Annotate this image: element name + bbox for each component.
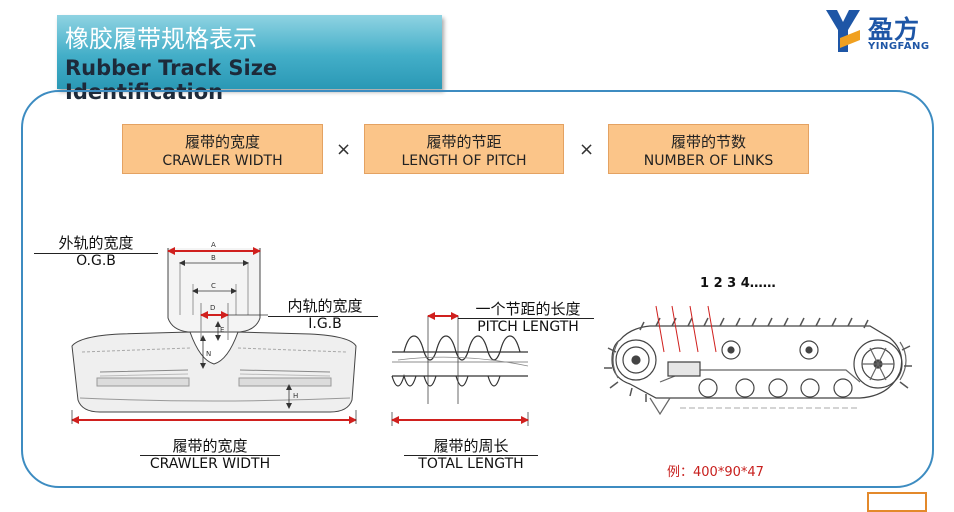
dim-letter-h: H xyxy=(293,392,298,400)
dimension-letters: A B C D E N H xyxy=(206,241,298,400)
logo-y-icon xyxy=(826,10,860,52)
content-frame xyxy=(21,90,934,488)
pitch-length-label-cn: 一个节距的长度 xyxy=(475,300,581,318)
title-banner: 橡胶履带规格表示 Rubber Track Size Identificatio… xyxy=(57,15,442,104)
formula-pitch-cn: 履带的节距 xyxy=(426,133,502,151)
formula-crawler-width-en: CRAWLER WIDTH xyxy=(162,153,283,169)
crawler-width-label-en: CRAWLER WIDTH xyxy=(149,456,271,472)
company-logo: 盈方 YINGFANG xyxy=(826,10,944,58)
crawler-width-label: 履带的宽度 CRAWLER WIDTH xyxy=(140,435,280,472)
multiply-sign-2: × xyxy=(579,139,595,160)
igb-underline xyxy=(268,316,378,317)
track-lugs xyxy=(604,317,912,402)
ogb-label-cn: 外轨的宽度 xyxy=(58,234,134,252)
cross-section-dimensions xyxy=(71,247,357,424)
dim-letter-e: E xyxy=(220,326,224,334)
igb-label-en: I.G.B xyxy=(308,316,342,332)
pitch-length-label-en: PITCH LENGTH xyxy=(477,319,579,335)
total-length-underline xyxy=(404,455,538,456)
undercarriage-drawing xyxy=(611,325,907,416)
ogb-underline xyxy=(34,253,158,254)
link-count-markers xyxy=(655,305,717,353)
crawler-width-label-cn: 履带的宽度 xyxy=(172,437,248,455)
formula-links-cn: 履带的节数 xyxy=(670,133,746,151)
dim-letter-a: A xyxy=(211,241,216,249)
formula-box-crawler-width: 履带的宽度 CRAWLER WIDTH xyxy=(122,124,323,174)
corner-box xyxy=(867,492,927,512)
igb-label: 内轨的宽度 I.G.B xyxy=(265,295,385,332)
formula-box-links: 履带的节数 NUMBER OF LINKS xyxy=(608,124,809,174)
example-spec: 例：400*90*47 xyxy=(667,465,764,480)
logo-english: YINGFANG xyxy=(868,41,930,52)
igb-label-cn: 内轨的宽度 xyxy=(287,297,363,315)
formula-crawler-width-cn: 履带的宽度 xyxy=(184,133,260,151)
dim-letter-b: B xyxy=(211,254,216,262)
dim-letter-d: D xyxy=(210,304,215,312)
title-english: Rubber Track Size Identification xyxy=(65,56,278,104)
ogb-label: 外轨的宽度 O.G.B xyxy=(34,232,158,269)
formula-links-en: NUMBER OF LINKS xyxy=(643,153,774,169)
formula-pitch-en: LENGTH OF PITCH xyxy=(401,153,527,169)
total-length-label: 履带的周长 TOTAL LENGTH xyxy=(404,435,538,472)
multiply-sign-1: × xyxy=(336,139,352,160)
title-chinese: 橡胶履带规格表示 xyxy=(65,25,257,53)
logo-chinese: 盈方 xyxy=(868,15,921,44)
pitch-length-underline xyxy=(458,318,594,319)
pitch-side-view xyxy=(391,316,529,426)
dim-letter-c: C xyxy=(211,282,216,290)
ogb-label-en: O.G.B xyxy=(76,253,116,269)
link-numbers: 1 2 3 4…… xyxy=(700,276,776,291)
dim-letter-n: N xyxy=(206,350,211,358)
pitch-length-label: 一个节距的长度 PITCH LENGTH xyxy=(460,298,596,335)
formula-box-pitch: 履带的节距 LENGTH OF PITCH xyxy=(364,124,564,174)
crawler-width-underline xyxy=(140,455,280,456)
total-length-label-en: TOTAL LENGTH xyxy=(418,456,524,472)
total-length-label-cn: 履带的周长 xyxy=(433,437,509,455)
